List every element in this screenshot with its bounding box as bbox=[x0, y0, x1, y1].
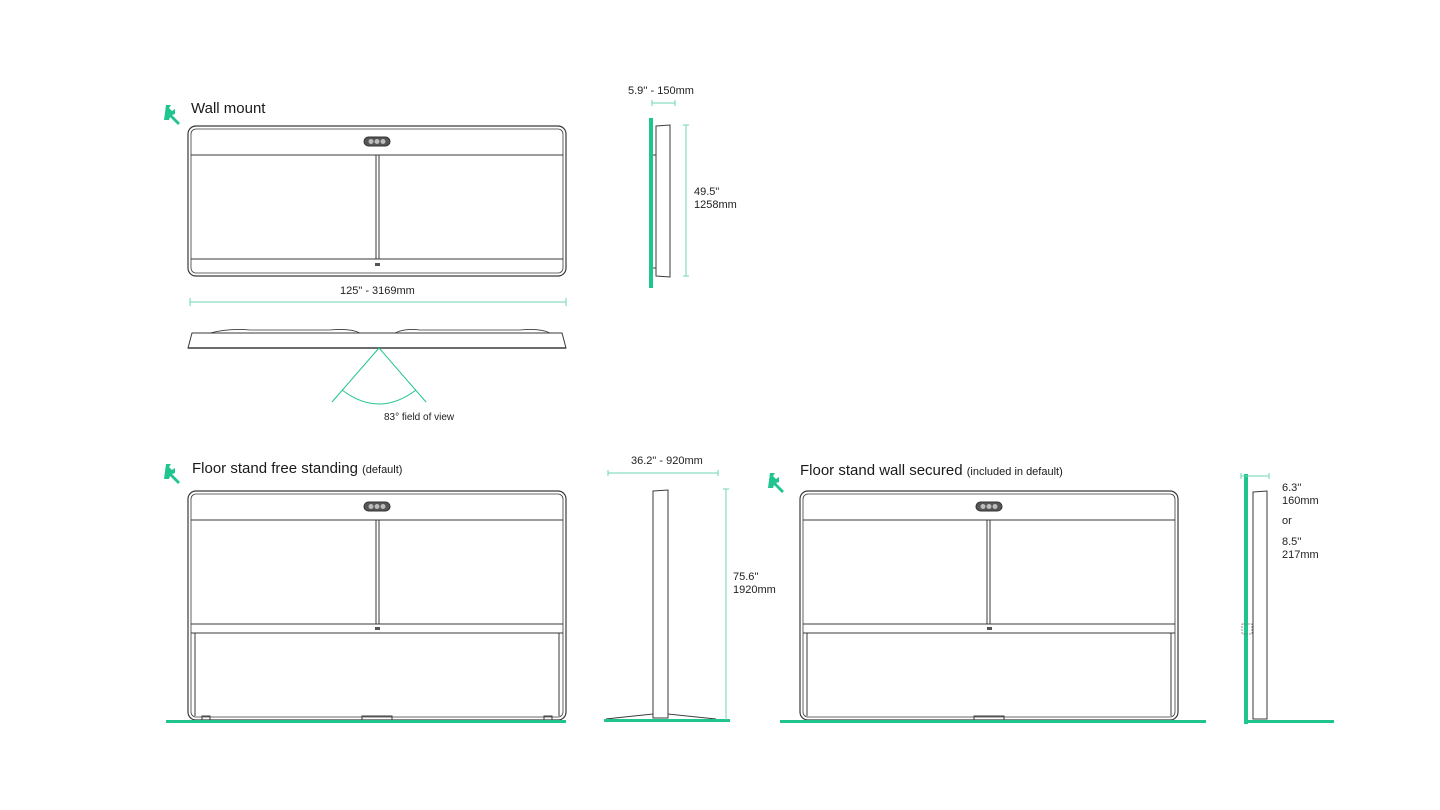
section-title-text: Floor stand wall secured bbox=[800, 462, 963, 479]
floor-line bbox=[780, 720, 1206, 723]
height-dimension-line bbox=[683, 124, 689, 277]
camera-icon bbox=[975, 501, 1003, 512]
camera-icon bbox=[363, 136, 391, 147]
width-label: 125" - 3169mm bbox=[340, 285, 415, 297]
depth2-mm: 217mm bbox=[1282, 549, 1319, 561]
section-title-text: Floor stand free standing bbox=[192, 460, 358, 477]
wrench-icon bbox=[768, 473, 784, 493]
wall-mount-front-view bbox=[187, 125, 567, 277]
or-label: or bbox=[1282, 515, 1292, 527]
depth1-in: 6.3'' bbox=[1282, 482, 1302, 494]
depth-label: 36.2" - 920mm bbox=[631, 455, 703, 467]
height-label-in: 75.6'' bbox=[733, 571, 759, 583]
section-title-floor-free: Floor stand free standing (default) bbox=[192, 460, 402, 477]
height-label-in: 49.5" bbox=[694, 186, 720, 198]
section-title-wall-mount: Wall mount bbox=[191, 100, 266, 117]
depth2-in: 8.5'' bbox=[1282, 536, 1302, 548]
width-dimension-line bbox=[189, 298, 567, 306]
height-dimension-line bbox=[723, 488, 729, 720]
height-label-mm: 1920mm bbox=[733, 584, 776, 596]
floor-wall-front-view bbox=[799, 490, 1179, 721]
depth-dimension-line bbox=[607, 470, 719, 476]
depth-dimension-line bbox=[651, 100, 676, 106]
floor-free-front-view bbox=[187, 490, 567, 721]
depth-dimension-line bbox=[1240, 473, 1270, 479]
fov-label: 83° field of view bbox=[384, 412, 455, 423]
depth-label: 5.9'' - 150mm bbox=[628, 85, 694, 97]
section-title-floor-wall: Floor stand wall secured (included in de… bbox=[800, 462, 1063, 479]
floor-line bbox=[166, 720, 566, 723]
height-label-mm: 1258mm bbox=[694, 199, 737, 211]
depth1-mm: 160mm bbox=[1282, 495, 1319, 507]
wrench-icon bbox=[164, 105, 180, 125]
floor-wall-side-view bbox=[1241, 474, 1334, 724]
camera-icon bbox=[363, 501, 391, 512]
field-of-view-arc bbox=[331, 347, 427, 405]
wrench-icon bbox=[164, 464, 180, 484]
section-subtitle: (included in default) bbox=[966, 466, 1063, 478]
floor-free-side-view bbox=[604, 489, 730, 722]
section-subtitle: (default) bbox=[362, 464, 403, 476]
wall-mount-side-view bbox=[649, 118, 671, 288]
wall-mount-top-view bbox=[187, 329, 567, 349]
